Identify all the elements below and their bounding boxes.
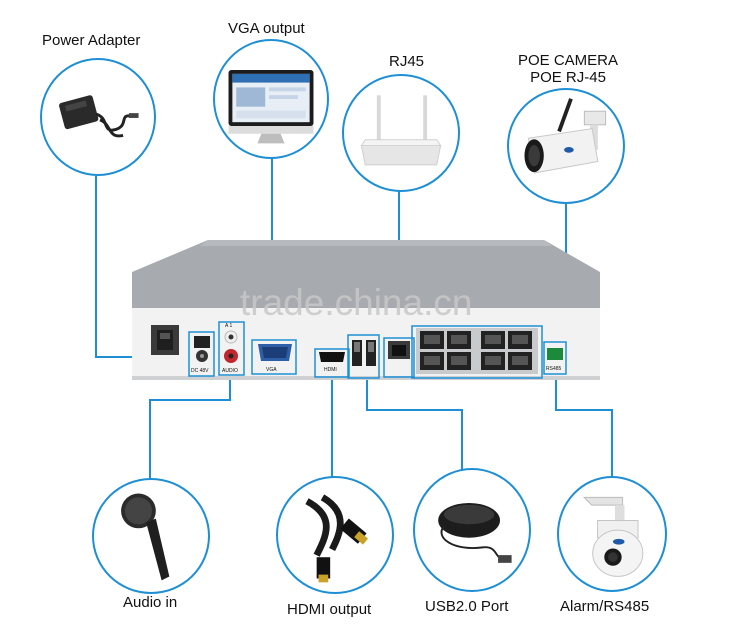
audio-in-label: Audio in xyxy=(123,594,178,611)
bullet-camera-icon xyxy=(524,98,607,174)
vga-monitor-circle xyxy=(213,39,329,159)
poe-rj45-subtitle: POE RJ-45 xyxy=(530,69,606,87)
alarm-rs485-circle xyxy=(557,476,667,592)
vga-label: VGA xyxy=(266,367,277,373)
vga-output-label: VGA output xyxy=(228,20,305,37)
router-icon xyxy=(360,95,442,166)
usb-mouse-circle xyxy=(413,468,531,592)
power-adapter-circle xyxy=(40,58,156,176)
hdmi-cable-icon xyxy=(305,494,369,583)
vga-port xyxy=(251,339,297,375)
usb-ports xyxy=(347,334,380,379)
poe-ports xyxy=(411,325,543,379)
usb-port-label: USB2.0 Port xyxy=(425,598,509,615)
hdmi-cable-circle xyxy=(276,476,394,594)
audio-ports xyxy=(218,321,245,376)
hdmi-port xyxy=(314,348,350,378)
rs485-terminal xyxy=(543,341,567,375)
power-adapter-icon xyxy=(59,95,139,138)
rj45-lan-port xyxy=(383,337,415,378)
monitor-icon xyxy=(228,70,314,144)
a1-label: A 1 xyxy=(225,323,232,329)
poe-camera-label: POE CAMERA POE RJ-45 xyxy=(513,52,623,87)
audio-label: AUDIO xyxy=(222,368,238,374)
rs485-label: RS485 xyxy=(546,366,562,372)
poe-camera-title: POE CAMERA xyxy=(517,52,619,69)
watermark: trade.china.cn xyxy=(240,282,473,323)
dc-label: DC 48V xyxy=(191,368,209,374)
hdmi-label: HDMI xyxy=(324,367,337,373)
audio-in-circle xyxy=(92,478,210,594)
hdmi-output-label: HDMI output xyxy=(287,601,372,618)
alarm-rs485-label: Alarm/RS485 xyxy=(560,598,650,615)
rj45-label: RJ45 xyxy=(389,53,425,70)
ptz-camera-icon xyxy=(582,496,644,577)
poe-camera-circle xyxy=(507,88,625,204)
device-top-panel xyxy=(132,240,600,308)
dc-power-port xyxy=(188,331,215,377)
microphone-icon xyxy=(121,493,170,581)
router-circle xyxy=(342,74,460,192)
power-adapter-label: Power Adapter xyxy=(42,32,141,49)
power-switch xyxy=(151,325,179,355)
mouse-icon xyxy=(438,502,512,563)
